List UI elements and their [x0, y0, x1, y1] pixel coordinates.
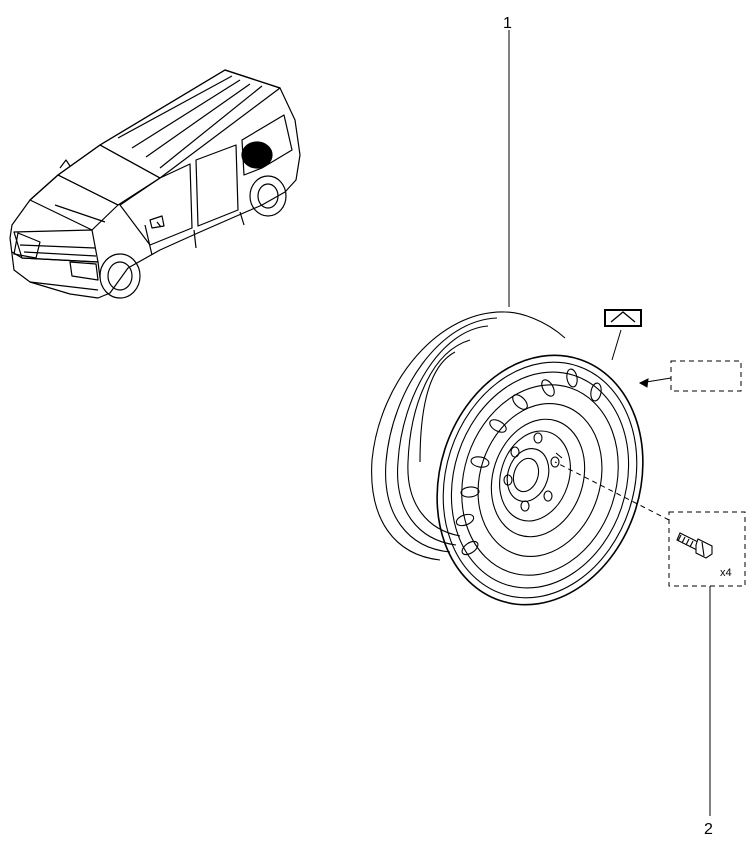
leader-arrow [638, 377, 672, 388]
spare-wheel-location-marker [241, 141, 273, 169]
bolt-quantity-label: x4 [720, 567, 732, 579]
vehicle-locator-icon [9, 69, 301, 299]
wheel-bolt-icon [676, 532, 713, 559]
callout-1[interactable]: 1 [503, 15, 512, 32]
bolt-detail-box: x4 [668, 511, 746, 587]
bolt-leader-line [554, 461, 670, 521]
wheel-rim-icon [371, 311, 644, 606]
reference-box [670, 360, 742, 392]
label-tag-icon [604, 309, 642, 361]
callout-2[interactable]: 2 [704, 821, 713, 838]
